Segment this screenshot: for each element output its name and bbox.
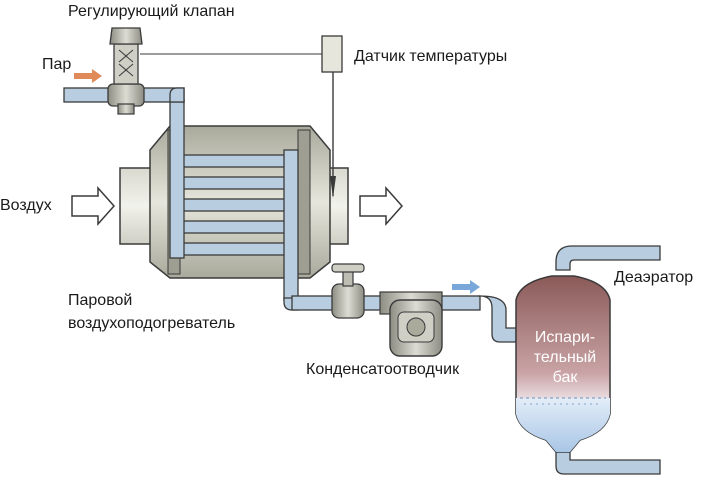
flash-tank — [515, 245, 661, 475]
flash-tank-label: Испари- тельный бак — [520, 328, 610, 388]
flash-tank-label-line1: Испари- — [534, 329, 596, 346]
flash-tank-label-line3: бак — [552, 369, 578, 386]
heater-label-line2: воздухоподогреватель — [68, 315, 236, 332]
steam-trap — [379, 291, 443, 357]
air-outlet-arrow — [359, 186, 404, 226]
temperature-sensor — [140, 35, 343, 198]
air-label: Воздух — [0, 197, 52, 214]
condensate-flow-arrow — [452, 280, 480, 294]
steam-label: Пар — [42, 56, 72, 73]
deaerator-label: Деаэратор — [614, 269, 694, 286]
heater-label-line1: Паровой — [68, 292, 133, 309]
gate-valve — [331, 263, 365, 319]
control-valve — [107, 27, 145, 115]
flash-tank-label-line2: тельный — [533, 349, 597, 366]
steam-flow-arrow — [74, 69, 102, 83]
control-valve-label: Регулирующий клапан — [68, 3, 235, 20]
temperature-sensor-label: Датчик температуры — [354, 48, 508, 65]
air-heater — [119, 99, 349, 301]
air-inlet-arrow — [71, 186, 116, 226]
steam-trap-label: Конденсатоотводчик — [306, 361, 460, 378]
